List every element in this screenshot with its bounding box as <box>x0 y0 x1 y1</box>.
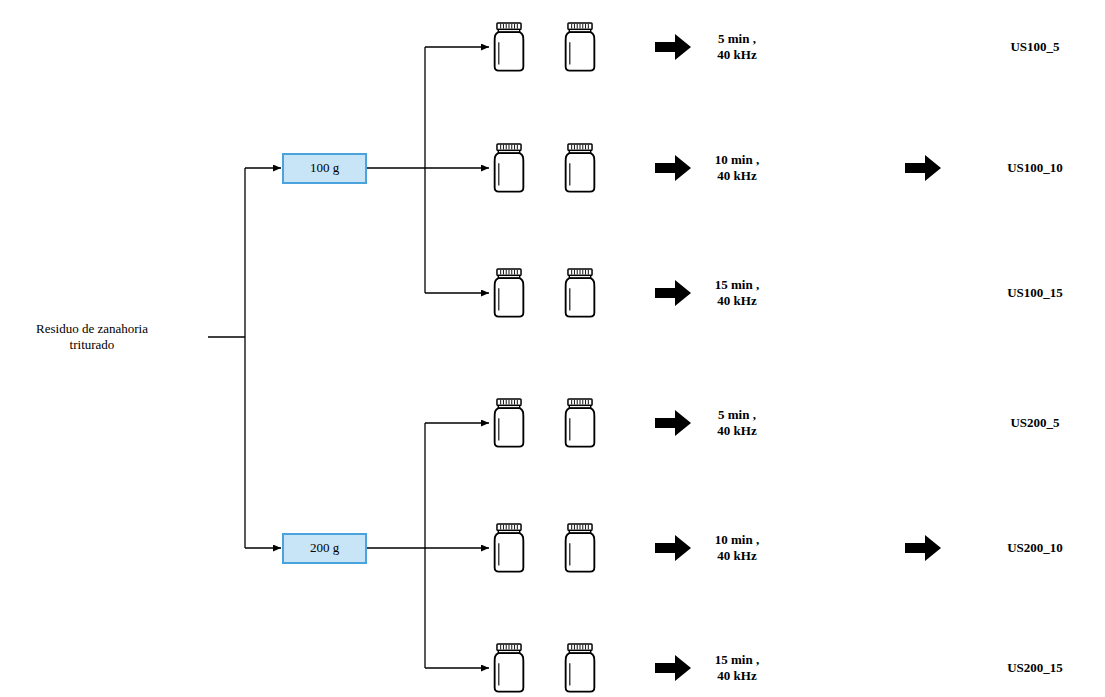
condition-label: 15 min , 40 kHz <box>713 277 762 308</box>
mass-box: 200 g <box>282 533 367 564</box>
mass-label: 100 g <box>310 161 339 175</box>
block-arrow <box>655 535 691 561</box>
branch-line <box>424 47 425 293</box>
sample-code: US100_10 <box>1007 160 1063 176</box>
condition-label: 15 min , 40 kHz <box>713 652 762 683</box>
block-arrow <box>655 655 691 681</box>
jar-icon <box>495 23 524 71</box>
jar-icon <box>495 269 524 317</box>
mass-label: 200 g <box>310 541 339 555</box>
jar-icon <box>495 144 524 192</box>
branch-arrow <box>425 167 489 168</box>
block-arrow <box>655 410 691 436</box>
branch-arrow <box>425 422 489 423</box>
branch-arrow <box>425 292 489 293</box>
sample-code: US200_10 <box>1007 540 1063 556</box>
branch-line <box>367 167 425 168</box>
block-arrow <box>655 280 691 306</box>
jar-icon <box>495 399 524 447</box>
jar-icon <box>566 524 595 572</box>
jar-icon <box>566 269 595 317</box>
sample-code: US200_5 <box>1010 415 1059 431</box>
jar-icon <box>566 144 595 192</box>
branch-line <box>208 336 245 337</box>
jar-icon <box>495 524 524 572</box>
branch-arrow <box>245 547 281 548</box>
jar-icon <box>566 23 595 71</box>
sample-code: US100_5 <box>1010 39 1059 55</box>
sample-code: US200_15 <box>1007 660 1063 676</box>
branch-arrow <box>425 46 489 47</box>
block-arrow <box>655 155 691 181</box>
branch-arrow <box>425 667 489 668</box>
jar-icon <box>495 644 524 692</box>
branch-arrow <box>245 167 281 168</box>
condition-label: 5 min , 40 kHz <box>713 407 762 438</box>
block-arrow <box>655 34 691 60</box>
jar-icon <box>566 399 595 447</box>
branch-arrow <box>425 547 489 548</box>
branch-line <box>367 547 425 548</box>
block-arrow <box>905 155 941 181</box>
branch-line <box>424 423 425 668</box>
condition-label: 10 min , 40 kHz <box>713 532 762 563</box>
block-arrow <box>905 535 941 561</box>
source-label: Residuo de zanahoria triturado <box>17 321 167 352</box>
condition-label: 5 min , 40 kHz <box>713 31 762 62</box>
condition-label: 10 min , 40 kHz <box>713 152 762 183</box>
sample-code: US100_15 <box>1007 285 1063 301</box>
jar-icon <box>566 644 595 692</box>
branch-line <box>244 168 245 548</box>
mass-box: 100 g <box>282 153 367 184</box>
